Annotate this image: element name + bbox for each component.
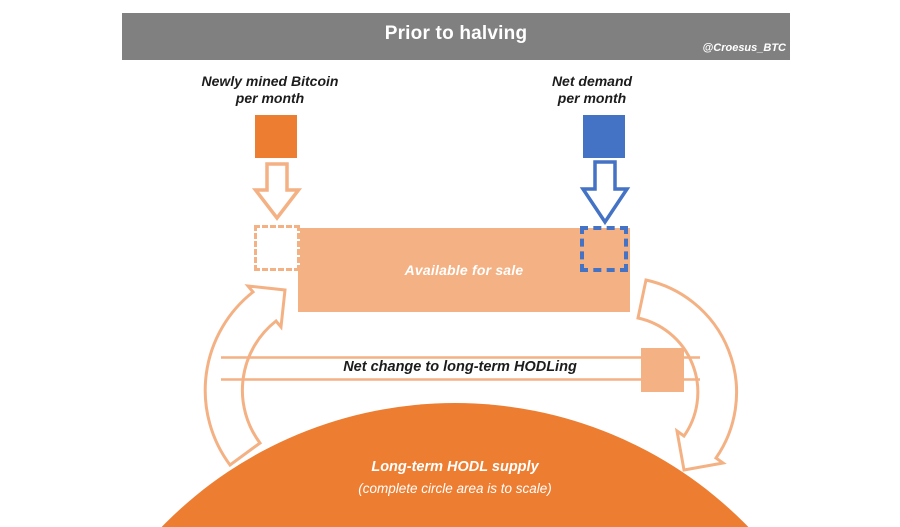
hodl-supply-subtitle: (complete circle area is to scale) <box>358 481 552 496</box>
header-bar <box>122 13 790 60</box>
page-title: Prior to halving <box>384 23 528 44</box>
curved-arrow-right-icon <box>636 278 739 472</box>
available-for-sale-label: Available for sale <box>404 262 524 278</box>
available-for-sale-bar: Available for sale <box>298 228 630 312</box>
demand-dashed-square-icon <box>580 226 628 272</box>
demand-label: Net demand per month <box>502 73 682 107</box>
down-arrow-demand-icon <box>579 160 631 226</box>
down-arrow-mined-icon <box>251 162 303 221</box>
demand-label-line2: per month <box>557 90 627 106</box>
hodl-supply-circle <box>161 403 749 527</box>
hodl-supply-title: Long-term HODL supply <box>371 459 539 475</box>
hodl-flow-square-icon <box>641 348 684 392</box>
hodl-flow-label: Net change to long-term HODLing <box>343 359 577 375</box>
mined-square-icon <box>255 115 297 158</box>
demand-square-icon <box>583 115 625 158</box>
demand-label-line1: Net demand <box>551 73 633 89</box>
mined-label-line1: Newly mined Bitcoin <box>201 73 339 89</box>
mined-label: Newly mined Bitcoin per month <box>180 73 360 107</box>
curved-arrow-left-icon <box>203 284 287 468</box>
hodl-supply-label: Long-term HODL supply (complete circle a… <box>280 456 630 500</box>
mined-label-line2: per month <box>235 90 305 106</box>
mined-dashed-square-icon <box>254 225 300 271</box>
credit-handle: @Croesus_BTC <box>702 42 786 54</box>
